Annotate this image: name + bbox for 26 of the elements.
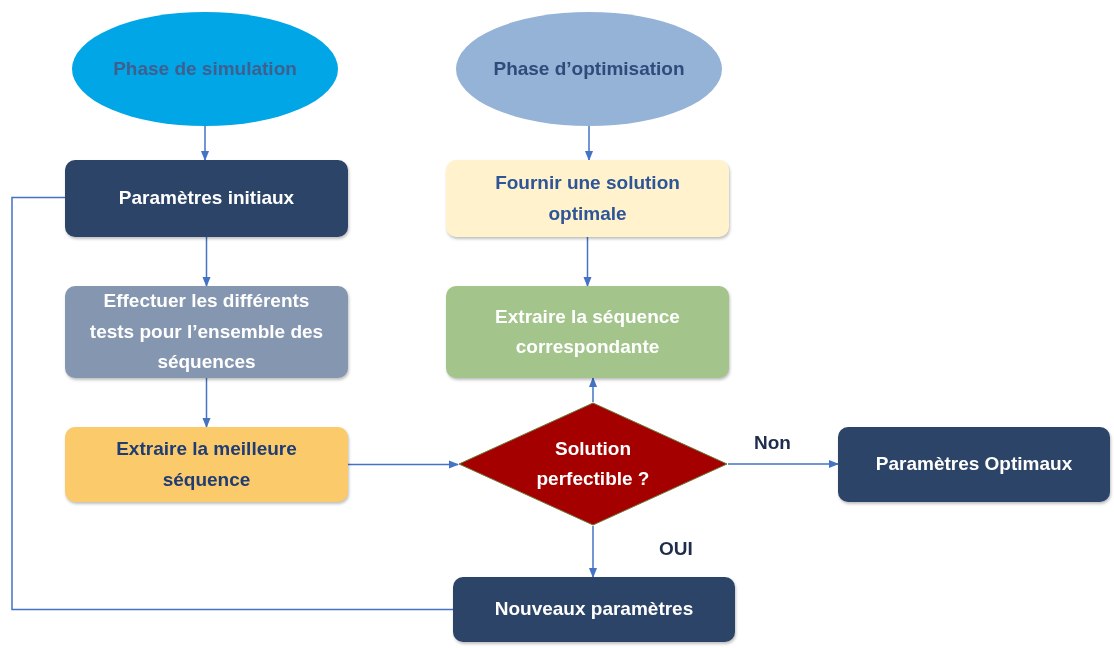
arrow [200, 125, 210, 162]
process-box [453, 577, 735, 642]
node-text: Phase d’optimisation [493, 56, 685, 81]
node-text: Fournir une solution optimale [494, 171, 681, 226]
process-box [65, 427, 348, 502]
process-box [65, 160, 348, 237]
node-text: Solution perfectible ? [535, 436, 651, 491]
process-box [838, 427, 1110, 502]
node-text: Extraire la meilleure séquence [115, 437, 298, 492]
node-text: Phase de simulation [113, 56, 297, 81]
node-text: Paramètres Optimaux [875, 452, 1073, 477]
arrow [347, 460, 460, 469]
node-text: Extraire la séquence correspondante [494, 304, 681, 359]
arrow [588, 376, 598, 403]
arrow [202, 236, 211, 288]
arrow [727, 459, 840, 469]
arrow [588, 525, 598, 579]
arrow [583, 236, 592, 288]
node-text: Nouveaux paramètres [494, 597, 694, 622]
process-box [446, 286, 729, 378]
arrow [584, 125, 594, 162]
process-box [65, 286, 348, 378]
arrow [202, 377, 211, 429]
node-text: Effectuer les différents tests pour l’ensemble des séquences [88, 289, 325, 375]
process-box [446, 160, 729, 237]
node-text: Paramètres initiaux [118, 186, 295, 211]
